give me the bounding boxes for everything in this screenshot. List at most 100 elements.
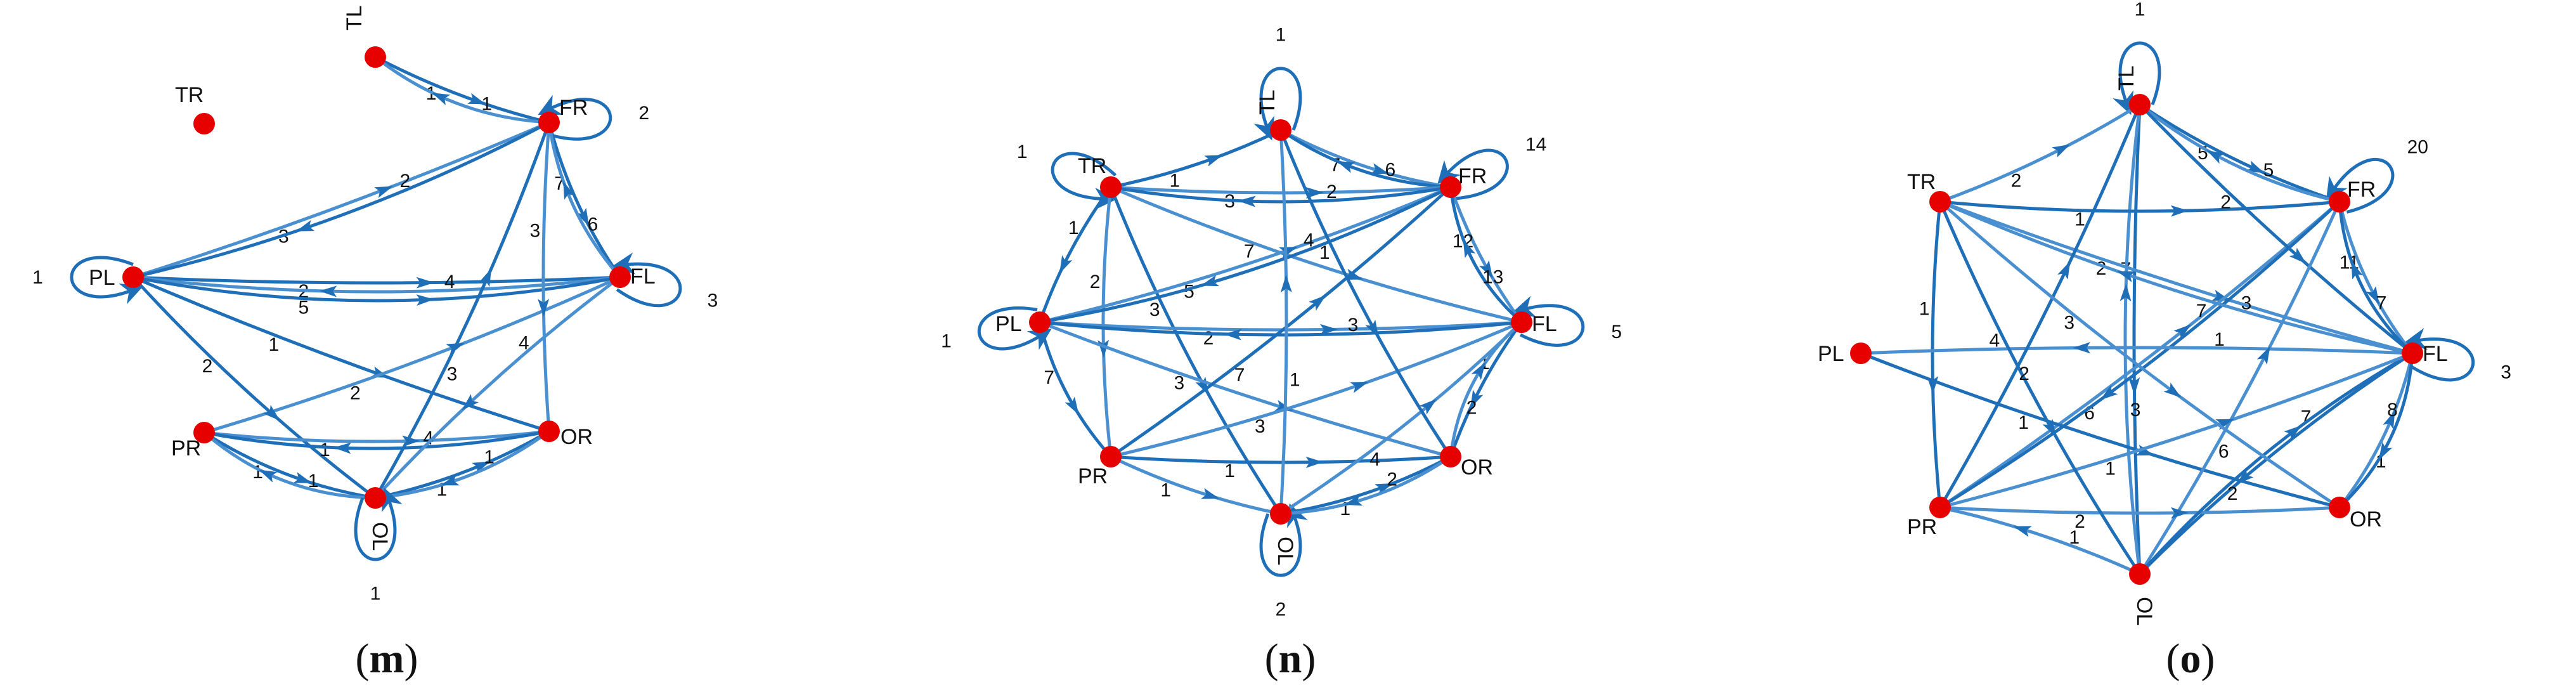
edge-line: [2138, 351, 2414, 576]
edge-line: [1109, 320, 1524, 459]
edge-label: 7: [1234, 365, 1245, 386]
edge-label: 3: [1255, 416, 1265, 437]
edge-label: 1: [941, 331, 952, 352]
node-tr: TR: [1907, 170, 1951, 212]
edge-line: [547, 121, 622, 279]
self-loop: [2326, 158, 2395, 214]
edge: 2: [2138, 351, 2414, 576]
edge-label: 1: [1017, 141, 1028, 162]
edge-label: 1: [269, 334, 280, 355]
edge-line: [202, 429, 551, 450]
edge: 2: [1090, 185, 1113, 459]
self-loop: [2113, 41, 2161, 115]
edge-line: [202, 431, 377, 500]
edge-line: [373, 55, 551, 124]
node-label: TL: [2114, 65, 2139, 91]
edge-arrow: [538, 299, 550, 317]
self-loop: [1051, 152, 1118, 210]
edge-line: [1279, 128, 1453, 459]
edge-arrow: [374, 186, 393, 199]
node-marker: [1511, 311, 1532, 333]
edge-label: 2: [1326, 181, 1337, 202]
node-label: PR: [1907, 515, 1937, 539]
node-marker: [193, 113, 215, 134]
node-fl: FL: [2402, 342, 2448, 366]
edge: 5: [2138, 103, 2341, 204]
node-marker: [538, 112, 560, 133]
edge-label: 5: [1611, 322, 1622, 343]
node-marker: [193, 422, 215, 443]
node-label: TR: [175, 83, 204, 107]
edge-line: [1938, 200, 2341, 509]
node-marker: [1270, 119, 1291, 141]
edge-arrow: [1201, 488, 1220, 499]
edge-arrow: [2173, 324, 2192, 340]
edge: 4: [1038, 185, 1453, 324]
edge-label: 1: [320, 440, 330, 460]
edge: 6: [2138, 200, 2341, 576]
edge: 3: [131, 121, 551, 279]
edge-arrow: [1343, 494, 1363, 506]
edge-arrow: [319, 285, 337, 297]
edge: 8: [2338, 351, 2414, 509]
edge: 1: [1279, 128, 1300, 516]
edge: 5: [1512, 296, 1622, 347]
edge: 7: [2120, 103, 2142, 576]
edge-label: 1: [2376, 451, 2386, 472]
edge-label: 7: [2196, 301, 2207, 322]
node-label: FL: [1532, 312, 1557, 336]
edge-line: [202, 431, 377, 500]
edge-arrow: [259, 469, 278, 483]
edge: 2: [538, 95, 649, 141]
edge: 1: [354, 487, 403, 604]
edge: 1: [202, 431, 377, 500]
node-pr: PR: [1078, 446, 1122, 488]
edge: 3: [1938, 200, 2341, 509]
node-tl: TL: [342, 5, 386, 68]
edge-arrow: [1224, 329, 1242, 341]
edge: 3: [529, 121, 551, 433]
node-ol: OL: [365, 487, 392, 551]
edge: 7: [1038, 320, 1113, 459]
edge-line: [1038, 185, 1453, 324]
node-marker: [1029, 311, 1051, 333]
edge-arrow: [2073, 342, 2091, 354]
edge: 2: [131, 121, 551, 279]
edge-line: [373, 275, 622, 500]
edge-line: [2338, 200, 2414, 355]
edge-label: 1: [481, 93, 492, 114]
edge: 20: [2326, 137, 2428, 214]
edge-line: [131, 121, 551, 279]
edge-line: [1101, 185, 1113, 459]
edge-arrow: [2256, 346, 2270, 365]
node-label: OR: [2350, 507, 2382, 532]
edge-arrow: [576, 207, 590, 226]
edge-label: 2: [399, 171, 410, 192]
edge: 6: [547, 121, 622, 279]
edge: 6: [1279, 128, 1453, 189]
node-tr: TR: [1078, 154, 1122, 198]
edge-label: 1: [32, 267, 43, 288]
edge-arrow: [563, 181, 575, 200]
edge: 2: [1279, 455, 1453, 516]
node-label: OL: [1273, 537, 1297, 565]
node-label: PR: [1078, 464, 1108, 488]
panel-n-caption: (n): [1265, 636, 1316, 682]
node-marker: [122, 266, 144, 288]
edge-label: 3: [2130, 400, 2141, 421]
self-loop: [538, 95, 612, 141]
node-label: TL: [1255, 89, 1279, 115]
edge-arrow: [416, 294, 434, 306]
edge-arrow: [1365, 320, 1379, 338]
edge-label: 2: [1276, 599, 1286, 620]
edge-line: [547, 121, 622, 279]
edge-label: 4: [1990, 330, 2000, 351]
self-loop: [612, 252, 682, 308]
edge-line: [2338, 351, 2414, 509]
edge-label: 2: [2227, 483, 2238, 504]
edge-line: [541, 121, 551, 433]
edge: 7: [547, 121, 622, 279]
edge-arrow: [1319, 323, 1338, 336]
